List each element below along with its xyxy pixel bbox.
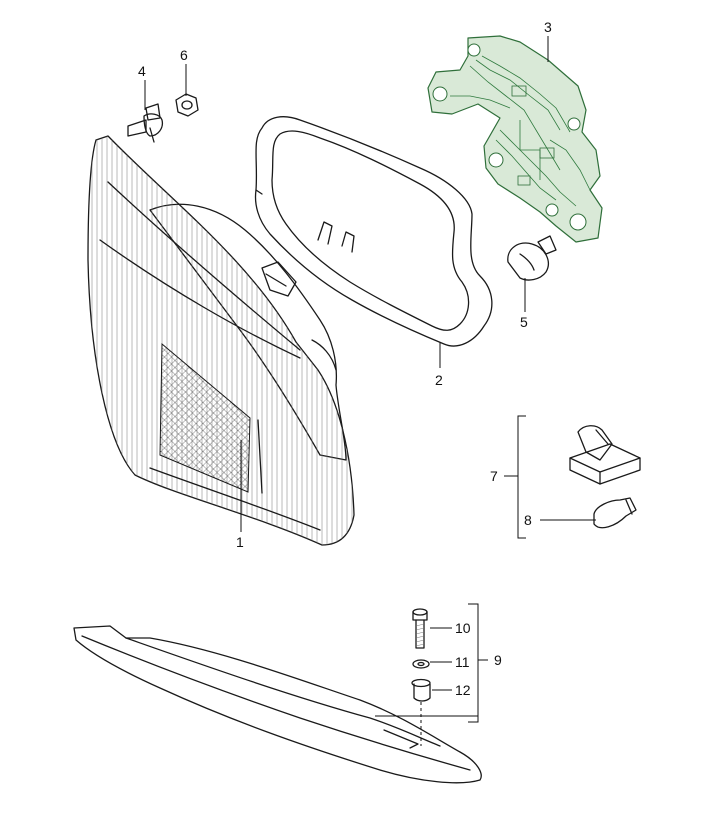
- washer: [412, 659, 430, 669]
- leader-lines: [144, 36, 596, 746]
- tail-light-lens: [87, 135, 355, 546]
- callout-9: 9: [494, 652, 502, 668]
- callout-4: 4: [138, 63, 146, 79]
- bulb-holder: [569, 425, 641, 485]
- circuit-board: [427, 35, 603, 243]
- callout-1: 1: [236, 534, 244, 550]
- nut-insert: [411, 678, 431, 702]
- callout-6: 6: [180, 47, 188, 63]
- callout-11: 11: [455, 654, 470, 670]
- callout-8: 8: [524, 512, 532, 528]
- nut: [175, 93, 199, 117]
- callout-10: 10: [455, 620, 471, 636]
- trim-strip: [73, 625, 482, 784]
- bulb-small: [593, 497, 637, 529]
- callout-labels: 1 2 3 4 5 6 7 8 9 10 11 12: [138, 19, 552, 698]
- bulb-large: [507, 235, 557, 281]
- callout-5: 5: [520, 314, 528, 330]
- screw: [412, 608, 428, 649]
- callout-2: 2: [435, 372, 443, 388]
- stud-fastener: [127, 103, 164, 143]
- callout-7: 7: [490, 468, 498, 484]
- callout-12: 12: [455, 682, 471, 698]
- gasket: [254, 116, 493, 347]
- callout-3: 3: [544, 19, 552, 35]
